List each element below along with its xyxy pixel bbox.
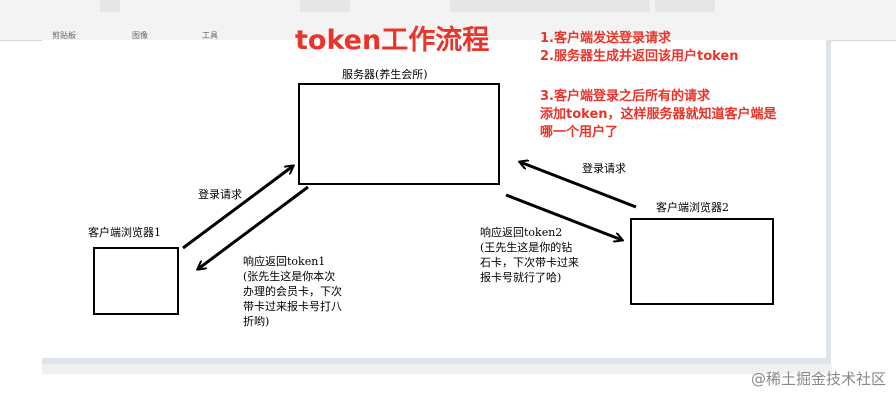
client2-box [630,218,774,305]
arrow-server-response2 [505,193,622,240]
diagram-title: token工作流程 [295,25,490,56]
toolbar-icon[interactable] [300,0,350,12]
note-line-5: 哪一个用户了 [540,125,619,140]
response2-line-2: (王先生这是你的钻 [480,241,573,254]
toolbar-icon[interactable] [655,0,715,12]
arrow-server-response1 [198,185,309,269]
canvas-bottom-margin [42,364,832,374]
response1-line-4: 带卡过来报卡号打八 [243,300,342,313]
response2-line-4: 报卡号就行了哈) [480,271,562,284]
toolbar-label-tools: 工具 [202,31,218,40]
note-line-3: 3.客户端登录之后所有的请求 [540,89,710,104]
arrow-client2-login [520,162,637,209]
arrow-client1-login [182,166,293,250]
note-line-1: 1.客户端发送登录请求 [540,31,671,46]
response1-line-2: (张先生这是你本次 [243,270,336,283]
toolbar-icon[interactable] [450,0,650,12]
client1-box [93,247,179,315]
response1-line-1: 响应返回token1 [243,255,326,268]
login-request-label-1: 登录请求 [198,188,242,201]
server-box [298,83,500,185]
toolbar-icon[interactable] [100,0,120,12]
note-line-4: 添加token，这样服务器就知道客户端是 [540,107,777,122]
response2-text: 响应返回token2 (王先生这是你的钻 石卡，下次带卡过来 报卡号就行了哈) [480,225,579,285]
client2-label: 客户端浏览器2 [656,201,729,214]
note-line-2: 2.服务器生成并返回该用户token [540,49,739,64]
response2-line-1: 响应返回token2 [480,226,563,239]
watermark: @稀土掘金技术社区 [750,370,886,388]
response1-line-3: 办理的会员卡，下次 [243,285,342,298]
login-request-label-2: 登录请求 [582,162,626,175]
response1-line-5: 折哟) [243,315,270,328]
toolbar-label-clipboard: 剪贴板 [52,31,76,40]
response1-text: 响应返回token1 (张先生这是你本次 办理的会员卡，下次 带卡过来报卡号打八… [243,254,342,329]
toolbar-strip: 剪贴板 图像 工具 [0,0,896,41]
response2-line-3: 石卡，下次带卡过来 [480,256,579,269]
toolbar-label-image: 图像 [132,31,148,40]
server-label: 服务器(养生会所) [342,68,428,81]
client1-label: 客户端浏览器1 [88,226,161,239]
